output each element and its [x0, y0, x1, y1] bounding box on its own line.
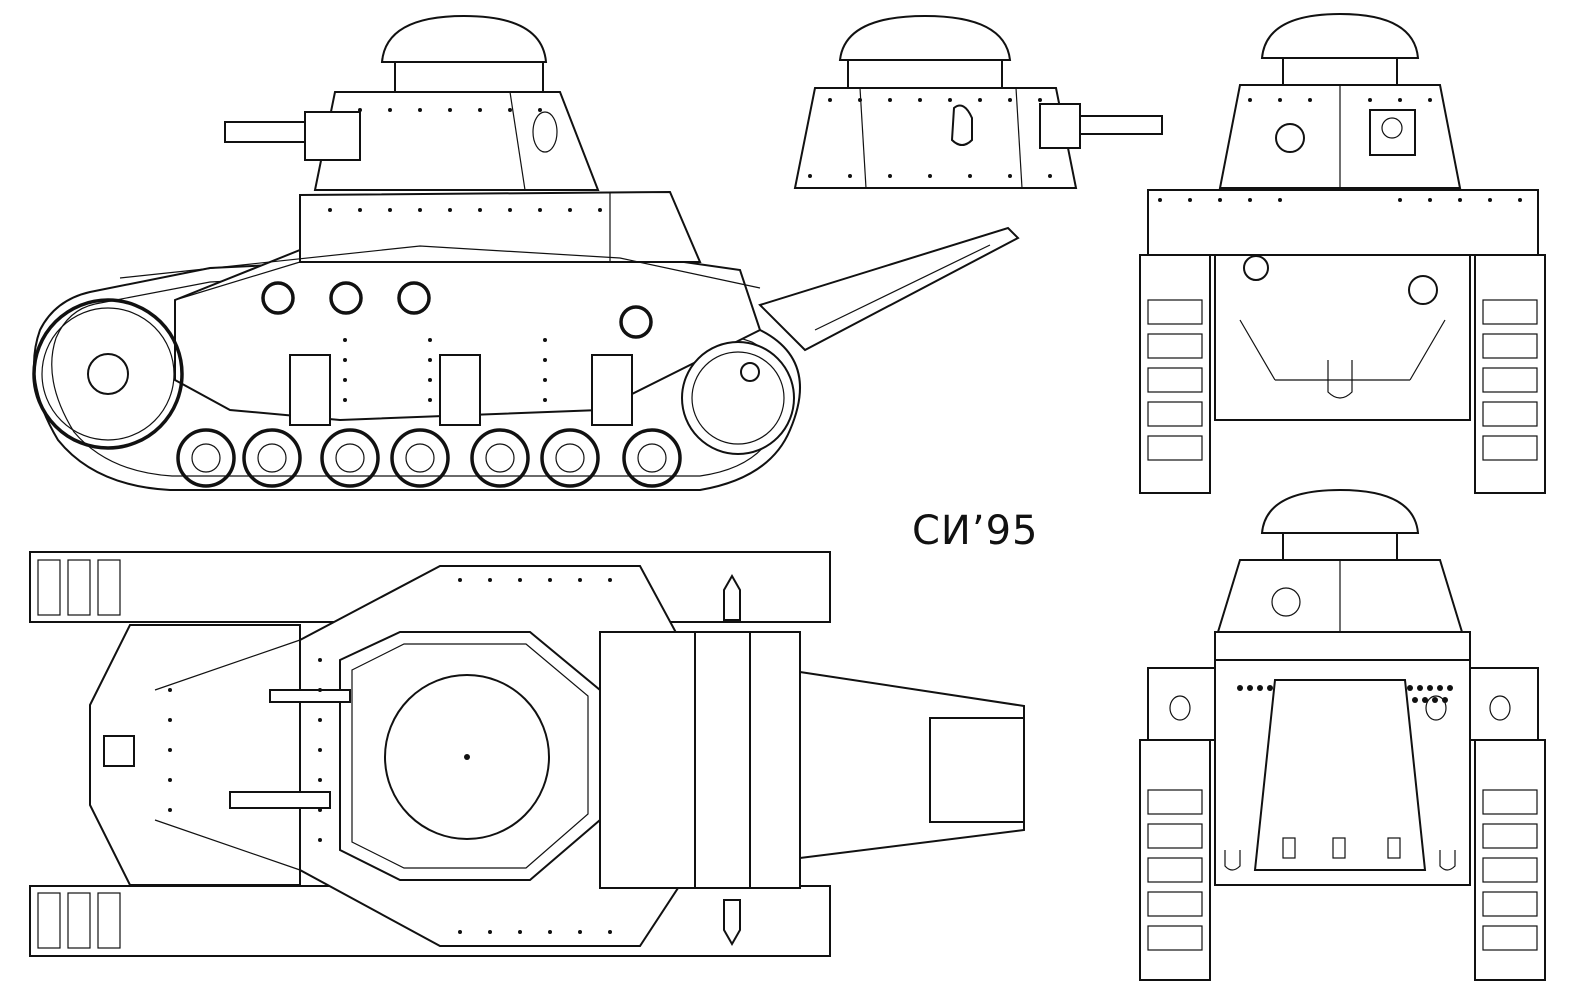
turret-side-view — [793, 14, 1163, 189]
top-view — [29, 551, 1025, 957]
author-signature: СИ’95 — [912, 508, 1039, 554]
rear-view — [1139, 488, 1546, 981]
front-view — [1139, 12, 1546, 494]
side-view — [32, 14, 1020, 491]
